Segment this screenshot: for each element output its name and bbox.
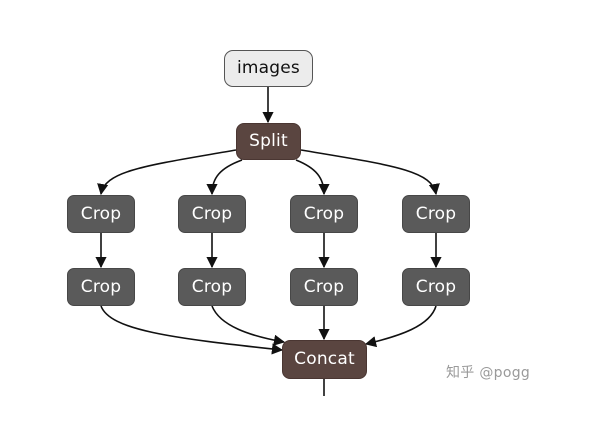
split-node-label: Split [249,131,288,151]
edge-split-crop-top-4 [300,149,440,196]
split-node: Split [236,123,301,160]
edge-split-crop-top-2 [206,159,243,196]
crop-node-bottom-3: Crop [290,268,358,306]
crop-node-label: Crop [415,276,457,297]
crop-node-top-4: Crop [402,195,470,233]
crop-node-bottom-2: Crop [178,268,246,306]
edge-split-crop-top-1 [97,149,237,196]
crop-node-label: Crop [303,276,345,297]
images-node: images [224,50,313,87]
edge-crop-bottom-4-concat [364,305,437,348]
edge-crop-bottom-1-concat [100,305,284,355]
crop-node-top-2: Crop [178,195,246,233]
crop-node-label: Crop [80,276,122,297]
crop-node-label: Crop [191,276,233,297]
crop-node-bottom-1: Crop [67,268,135,306]
crop-node-label: Crop [191,203,233,224]
images-node-label: images [236,58,300,78]
crop-node-top-1: Crop [67,195,135,233]
watermark-text: 知乎 @pogg [446,365,531,381]
crop-node-label: Crop [415,203,457,224]
crop-node-top-3: Crop [290,195,358,233]
edge-split-crop-top-3 [295,159,330,196]
crop-node-bottom-4: Crop [402,268,470,306]
crop-node-label: Crop [303,203,345,224]
crop-node-label: Crop [80,203,122,224]
concat-node-label: Concat [294,349,355,369]
concat-node: Concat [282,340,367,379]
edge-crop-bottom-2-concat [211,305,286,346]
